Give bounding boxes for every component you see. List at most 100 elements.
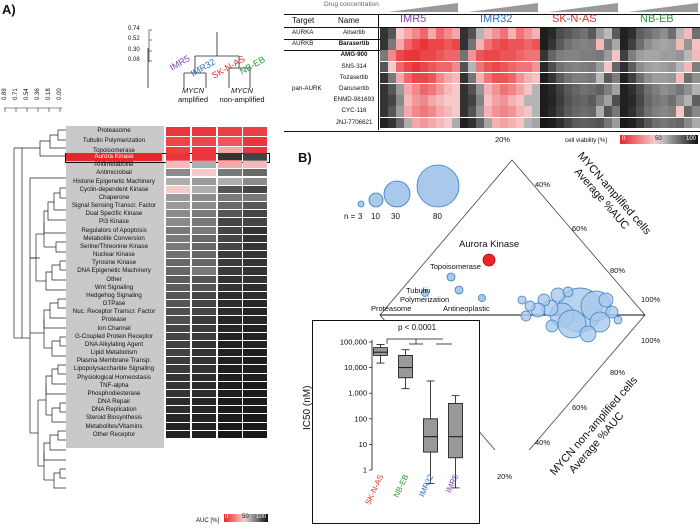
heatmap-cell (218, 308, 242, 316)
ternary-diamond (379, 159, 646, 450)
drug-cell (652, 84, 660, 95)
drug-cell (388, 117, 396, 129)
drug-cell (532, 106, 540, 118)
y-tick-label: 10,000 (344, 363, 367, 372)
drug-cell (412, 50, 420, 62)
drug-cell (420, 106, 428, 118)
point-aurora-kinase (482, 253, 496, 267)
annot-aurora: Aurora Kinase (459, 239, 520, 250)
drug-cell (420, 61, 428, 73)
drug-name: CYC-116 (341, 107, 367, 115)
drug-cell (452, 28, 460, 39)
heatmap-cell (166, 389, 190, 398)
drug-cell (380, 72, 388, 84)
heatmap-cell (192, 169, 216, 177)
drug-cell (628, 84, 636, 95)
drug-cell (596, 117, 604, 129)
heatmap-cell (243, 242, 267, 251)
annot-tubulin: Tubulin (406, 286, 431, 295)
heatmap-cell (166, 169, 190, 177)
heatmap-cell (166, 259, 190, 267)
heatmap-cell (243, 127, 267, 136)
drug-cell (564, 95, 572, 106)
drug-cell (612, 106, 620, 118)
drug-cell (612, 61, 620, 73)
drug-cell (476, 39, 484, 50)
drug-cell (468, 117, 476, 129)
heatmap-cell (218, 161, 242, 169)
drug-name: ENMD-981693 (333, 96, 375, 104)
drug-cell (628, 39, 636, 50)
drug-cell (636, 72, 644, 84)
drug-cell (660, 61, 668, 73)
drug-cell (500, 106, 508, 118)
drug-cell (660, 117, 668, 129)
drug-cell (676, 39, 684, 50)
drug-cell (548, 95, 556, 106)
drug-cell (564, 72, 572, 84)
drug-cell (452, 84, 460, 95)
drug-cell (612, 95, 620, 106)
drug-cell (380, 106, 388, 118)
heatmap-cell (192, 226, 216, 234)
drug-cell (404, 84, 412, 95)
heatmap-cell (218, 283, 242, 291)
drug-cell (636, 61, 644, 73)
drug-cell (508, 28, 516, 39)
drug-cell (516, 84, 524, 95)
drug-cell (668, 106, 676, 118)
drug-cell (564, 117, 572, 129)
drug-cell (540, 106, 548, 118)
drug-cell (460, 95, 468, 106)
drug-cell (548, 39, 556, 50)
heatmap-cell (166, 137, 190, 146)
heatmap-cell (192, 259, 216, 267)
drug-cell (572, 39, 580, 50)
category-label: Wnt Signaling (94, 283, 134, 291)
drug-cell (444, 95, 452, 106)
drug-cell (540, 61, 548, 73)
heatmap-cell (243, 373, 267, 381)
heatmap-cell (166, 275, 190, 283)
heatmap-cell (192, 218, 216, 226)
drug-cell (652, 50, 660, 62)
heatmap-cell (192, 153, 216, 161)
drug-cell (524, 61, 532, 73)
drug-cell (604, 28, 612, 39)
header-imr5: IMR5 (400, 13, 427, 25)
drug-cell (428, 84, 436, 95)
heatmap-cell (192, 357, 216, 365)
drug-cell (548, 72, 556, 84)
drug-cell (684, 95, 692, 106)
heatmap-cell (243, 147, 267, 156)
heatmap-cell (218, 210, 242, 218)
category-label: TNF-alpha (99, 381, 129, 389)
drug-cell (436, 72, 444, 84)
top-scale-tick-3: 0.08 (128, 57, 140, 63)
drug-cell (396, 95, 404, 106)
left-dendrogram (13, 129, 66, 489)
heatmap-cell (243, 267, 267, 275)
y-tick-label: 1 (363, 466, 367, 475)
group-nonamplified: MYCN non-amplified (216, 86, 268, 104)
drug-cell (580, 50, 588, 62)
drug-cell (684, 72, 692, 84)
heatmap-cell (192, 430, 216, 438)
drug-cell (532, 117, 540, 129)
ternary-plot (357, 159, 646, 450)
top-category-label: Topoisomerase (93, 147, 135, 154)
drug-cell (652, 117, 660, 129)
drug-cell (524, 28, 532, 39)
heatmap-cell (218, 169, 242, 177)
drug-cell (684, 39, 692, 50)
heatmap-cell (166, 316, 190, 324)
drug-cell (500, 39, 508, 50)
drug-cell (532, 28, 540, 39)
drug-cell (388, 39, 396, 50)
heatmap-cell (192, 251, 216, 259)
drug-cell (476, 72, 484, 84)
heatmap-cell (166, 127, 190, 136)
drug-cell (524, 117, 532, 129)
drug-cell (676, 72, 684, 84)
left-scale-tick-5: 0.00 (57, 88, 63, 100)
